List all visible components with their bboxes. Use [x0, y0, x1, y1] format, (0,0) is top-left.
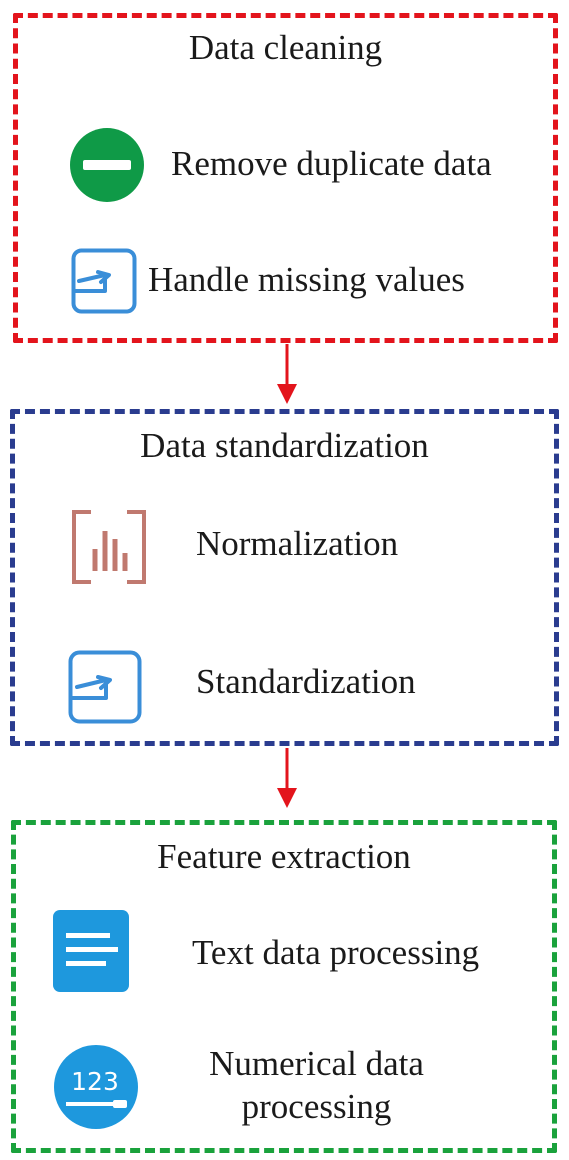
- section-title: Feature extraction: [157, 837, 411, 876]
- enter-arrow-box-icon: [68, 650, 142, 724]
- numbers-123-icon: 123: [53, 1044, 139, 1130]
- item-label: Handle missing values: [148, 260, 465, 299]
- section-feature-extraction: Feature extraction Text data processing …: [11, 820, 557, 1153]
- section-data-standardization: Data standardization Normalization Stand…: [10, 409, 559, 746]
- flow-arrow: [276, 344, 298, 406]
- section-data-cleaning: Data cleaning Remove duplicate data Hand…: [13, 13, 558, 343]
- item-label: Normalization: [196, 524, 399, 563]
- item-label: Remove duplicate data: [171, 144, 492, 183]
- minus-circle-icon: [68, 126, 146, 204]
- text-document-icon: [53, 910, 129, 992]
- section-title: Data standardization: [140, 426, 429, 465]
- item-label: Text data processing: [192, 933, 480, 972]
- enter-arrow-box-icon: [71, 248, 137, 314]
- bar-chart-bracket-icon: [71, 509, 147, 585]
- item-label: Standardization: [196, 662, 416, 701]
- item-label: Numerical data processing: [209, 1044, 424, 1126]
- svg-text:123: 123: [71, 1067, 119, 1096]
- section-title: Data cleaning: [188, 28, 383, 67]
- flow-arrow: [276, 748, 298, 810]
